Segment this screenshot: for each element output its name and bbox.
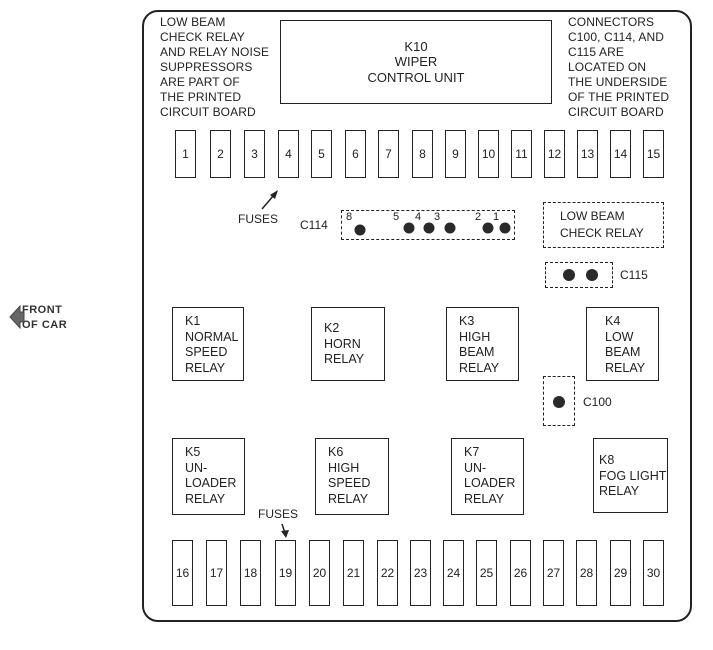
relay-k7-unloader: K7 UN- LOADER RELAY	[451, 438, 524, 515]
fuse-23: 23	[410, 540, 431, 606]
c114-pin-label-1: 1	[493, 211, 500, 223]
c115-label: C115	[620, 268, 648, 282]
c114-label: C114	[300, 218, 328, 232]
c114-connector	[341, 210, 515, 240]
fuse-6: 6	[345, 130, 366, 178]
fuses-label-top: FUSES	[238, 212, 279, 226]
fuse-26: 26	[510, 540, 531, 606]
relay-k8-fog-light: K8 FOG LIGHT RELAY	[593, 438, 668, 513]
left-note: LOW BEAM CHECK RELAY AND RELAY NOISE SUP…	[160, 15, 270, 119]
fuses-label-bottom: FUSES	[258, 507, 299, 521]
fuse-16: 16	[172, 540, 193, 606]
fuse-5: 5	[311, 130, 332, 178]
fuse-4: 4	[278, 130, 299, 178]
fuse-14: 14	[610, 130, 631, 178]
fuse-11: 11	[511, 130, 532, 178]
fuse-29: 29	[610, 540, 631, 606]
c114-pin-label-5: 5	[393, 211, 400, 223]
fuse-10: 10	[478, 130, 499, 178]
fuse-17: 17	[206, 540, 227, 606]
front-of-car-label: FRONT OF CAR	[22, 304, 68, 331]
c115-connector	[545, 262, 613, 288]
fuse-19: 19	[275, 540, 296, 606]
fuse-8: 8	[412, 130, 433, 178]
fuse-7: 7	[378, 130, 399, 178]
fuse-13: 13	[577, 130, 598, 178]
c100-label: C100	[583, 395, 612, 409]
relay-k3-high-beam: K3 HIGH BEAM RELAY	[446, 307, 519, 381]
fuse-12: 12	[544, 130, 565, 178]
low-beam-check-relay-outline	[543, 202, 664, 248]
fuse-15: 15	[643, 130, 664, 178]
c114-pin-label-3: 3	[434, 211, 441, 223]
fuse-1: 1	[175, 130, 196, 178]
fuse-9: 9	[445, 130, 466, 178]
fuse-3: 3	[244, 130, 265, 178]
fuse-24: 24	[443, 540, 464, 606]
c114-pin-label-2: 2	[475, 211, 482, 223]
c114-pin-label-4: 4	[415, 211, 422, 223]
circuit-board-outline	[142, 10, 692, 622]
fuse-25: 25	[476, 540, 497, 606]
k10-wiper-control-unit: K10 WIPER CONTROL UNIT	[280, 20, 552, 104]
relay-k1-normal-speed: K1 NORMAL SPEED RELAY	[172, 307, 244, 381]
relay-k4-low-beam: K4 LOW BEAM RELAY	[586, 307, 659, 381]
relay-k5-unloader: K5 UN- LOADER RELAY	[172, 438, 245, 515]
c100-connector	[543, 376, 575, 426]
fuse-30: 30	[643, 540, 664, 606]
fuse-22: 22	[377, 540, 398, 606]
fuse-21: 21	[343, 540, 364, 606]
relay-k2-horn: K2 HORN RELAY	[311, 307, 385, 381]
fuse-2: 2	[210, 130, 231, 178]
fuse-20: 20	[309, 540, 330, 606]
fuse-18: 18	[240, 540, 261, 606]
c114-pin-label-8: 8	[346, 211, 353, 223]
fuse-27: 27	[543, 540, 564, 606]
relay-k6-high-speed: K6 HIGH SPEED RELAY	[315, 438, 389, 515]
fuse-28: 28	[576, 540, 597, 606]
right-note: CONNECTORS C100, C114, AND C115 ARE LOCA…	[568, 15, 670, 119]
low-beam-check-relay-label: LOW BEAM CHECK RELAY	[560, 209, 644, 240]
